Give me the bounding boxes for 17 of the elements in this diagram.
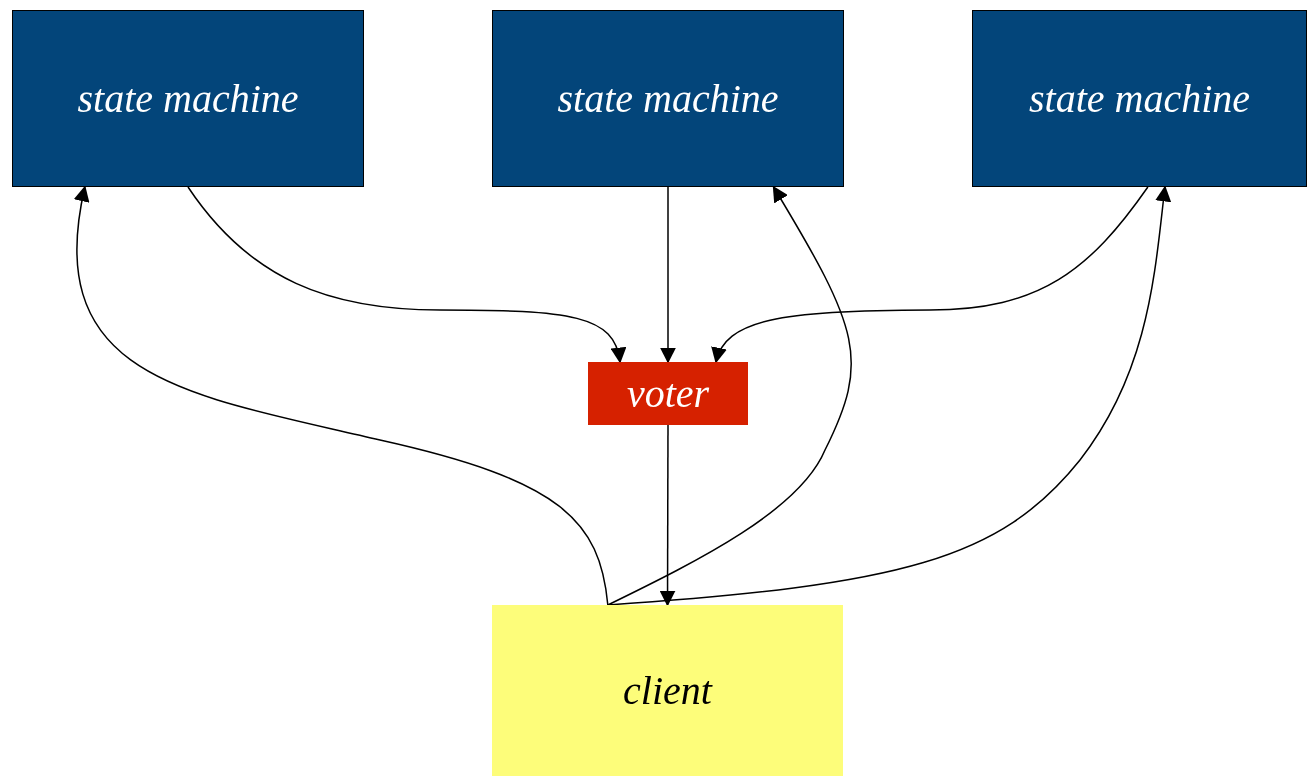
state-machine-box [972,10,1307,187]
node-label: voter [626,371,710,416]
arrow [607,185,1172,606]
node-label: client [623,668,712,713]
voter-box [588,362,748,425]
arrow [712,186,1149,364]
arrow [660,186,676,364]
arrow [659,424,676,607]
state-machine-box [12,10,364,187]
arrow [607,185,852,606]
arrow [74,185,609,606]
node-label: state machine [1028,76,1251,121]
arrow [187,186,626,364]
node-label: state machine [77,76,299,121]
state-machine-box [492,10,844,187]
client-box [492,605,843,776]
node-label: state machine [557,76,779,121]
